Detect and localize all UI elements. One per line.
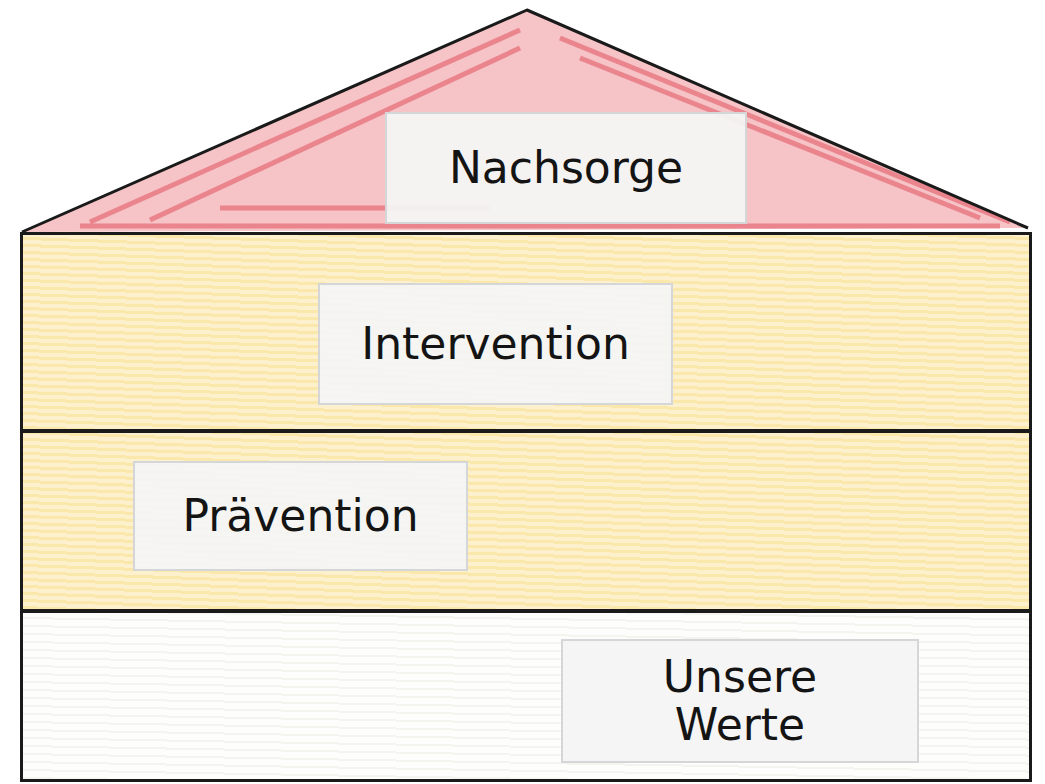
- section-label: Intervention: [361, 320, 630, 368]
- label-patch: Unsere Werte: [561, 639, 919, 763]
- section-label: Prävention: [182, 492, 418, 540]
- crayon-stroke: [80, 224, 1000, 229]
- section-label: Unsere Werte: [620, 653, 860, 750]
- label-patch: Prävention: [133, 461, 468, 571]
- roof-fill: [22, 10, 1028, 232]
- foundation-band: Unsere Werte: [20, 610, 1032, 782]
- floor-band: Intervention: [20, 232, 1032, 432]
- roof-line: [22, 10, 1028, 232]
- floor-band: Prävention: [20, 430, 1032, 612]
- label-patch: Nachsorge: [385, 112, 747, 224]
- label-patch: Intervention: [318, 283, 673, 405]
- section-label: Nachsorge: [449, 144, 683, 192]
- roof-section: Nachsorge: [20, 8, 1032, 234]
